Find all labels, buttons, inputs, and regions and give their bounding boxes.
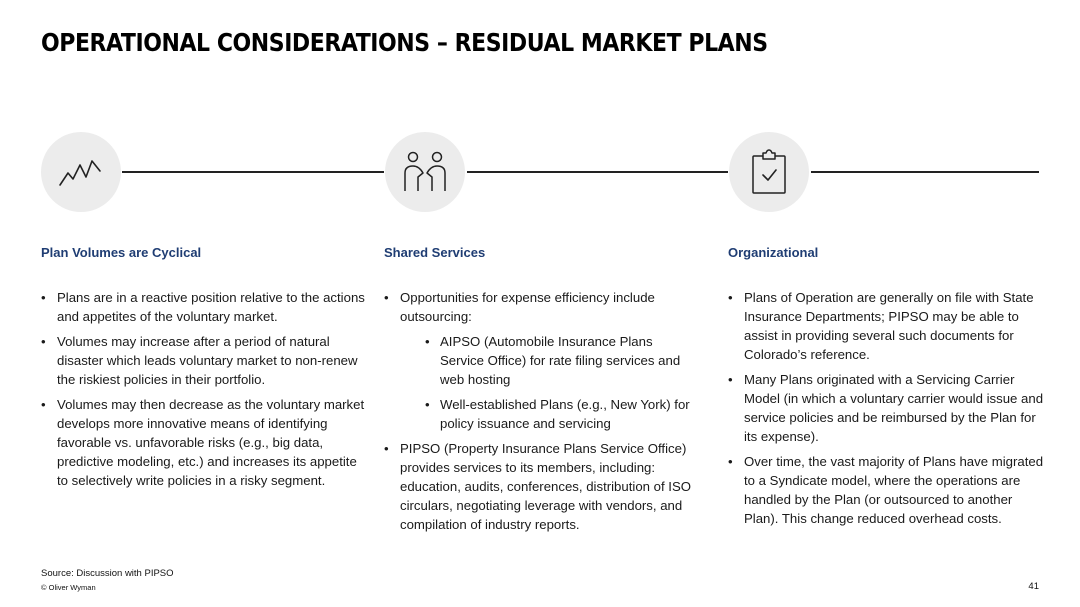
list-item: Volumes may increase after a period of n…	[41, 332, 366, 389]
column-heading: Shared Services	[384, 245, 486, 260]
people-icon	[404, 151, 446, 191]
trend-line-icon-circle	[41, 132, 121, 212]
list-item: PIPSO (Property Insurance Plans Service …	[384, 439, 699, 534]
page-number: 41	[1028, 581, 1039, 592]
bullet-list: Plans are in a reactive position relativ…	[41, 288, 366, 490]
column-shared-services: Shared Services Opportunities for expens…	[384, 244, 699, 540]
list-item: Over time, the vast majority of Plans ha…	[728, 452, 1046, 528]
list-item: Many Plans originated with a Servicing C…	[728, 370, 1046, 446]
list-item: Plans of Operation are generally on file…	[728, 288, 1046, 364]
timeline-connector	[122, 171, 384, 173]
people-icon-circle	[385, 132, 465, 212]
copyright: © Oliver Wyman	[41, 583, 96, 592]
list-item: Volumes may then decrease as the volunta…	[41, 395, 366, 490]
clipboard-check-icon-circle	[729, 132, 809, 212]
column-organizational: Organizational Plans of Operation are ge…	[728, 244, 1046, 534]
column-heading: Plan Volumes are Cyclical	[41, 245, 202, 260]
trend-line-icon	[59, 160, 101, 186]
column-heading: Organizational	[728, 245, 819, 260]
list-item: Plans are in a reactive position relativ…	[41, 288, 366, 326]
clipboard-check-icon	[752, 149, 786, 194]
sub-list-item: Well-established Plans (e.g., New York) …	[384, 395, 699, 433]
column-plan-volumes: Plan Volumes are Cyclical Plans are in a…	[41, 244, 366, 496]
list-item: Opportunities for expense efficiency inc…	[384, 288, 699, 326]
source-note: Source: Discussion with PIPSO	[41, 568, 174, 579]
sub-list-item: AIPSO (Automobile Insurance Plans Servic…	[384, 332, 699, 389]
bullet-list: Opportunities for expense efficiency inc…	[384, 288, 699, 534]
bullet-list: Plans of Operation are generally on file…	[728, 288, 1046, 528]
timeline-connector	[811, 171, 1039, 173]
page-title: OPERATIONAL CONSIDERATIONS – RESIDUAL MA…	[41, 28, 768, 57]
timeline-connector	[467, 171, 728, 173]
